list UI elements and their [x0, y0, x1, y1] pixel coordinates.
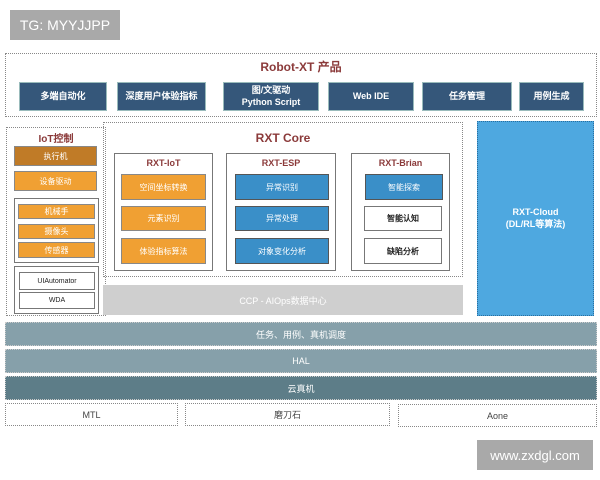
product-section: Robot-XT 产品 多端自动化 深度用户体验指标 图/文驱动 Python … — [5, 53, 597, 117]
iot-tools-group: UIAutomator WDA — [14, 266, 99, 314]
module-rxt-esp: RXT-ESP 异常识别 异常处理 对象变化分析 — [226, 153, 336, 271]
module-item[interactable]: 智能认知 — [364, 206, 442, 231]
cloud-line2: (DL/RL等算法) — [505, 219, 566, 229]
module-item[interactable]: 智能探索 — [365, 174, 443, 200]
cloud-line1: RXT-Cloud — [512, 207, 559, 217]
module-item[interactable]: 对象变化分析 — [235, 238, 329, 264]
device-sensor[interactable]: 传感器 — [18, 242, 95, 258]
module-item[interactable]: 体验指标算法 — [121, 238, 206, 264]
product-ux-metrics[interactable]: 深度用户体验指标 — [117, 82, 206, 111]
module-title: RXT-Brian — [378, 158, 423, 168]
module-title: RXT-ESP — [261, 158, 301, 168]
bottom-modaoshi[interactable]: 磨刀石 — [185, 403, 390, 426]
module-item[interactable]: 缺陷分析 — [364, 238, 442, 264]
iot-title: IoT控制 — [38, 134, 74, 145]
iot-devices-group: 机械手 摄像头 传感器 — [14, 198, 99, 263]
rxt-cloud[interactable]: RXT-Cloud (DL/RL等算法) — [477, 121, 594, 316]
product-title: Robot-XT 产品 — [260, 60, 342, 74]
product-multi-automation[interactable]: 多端自动化 — [19, 82, 107, 111]
rxt-core-section: RXT Core RXT-IoT 空间坐标转换 元素识别 体验指标算法 RXT-… — [103, 122, 463, 277]
tool-uiautomator[interactable]: UIAutomator — [19, 272, 95, 290]
device-arm[interactable]: 机械手 — [18, 204, 95, 219]
device-camera[interactable]: 摄像头 — [18, 224, 95, 239]
product-web-ide[interactable]: Web IDE — [328, 82, 414, 111]
core-title: RXT Core — [255, 131, 311, 145]
module-item[interactable]: 元素识别 — [121, 206, 206, 231]
watermark-top: TG: MYYJJPP — [10, 10, 120, 40]
product-case-generation[interactable]: 用例生成 — [519, 82, 584, 111]
module-item[interactable]: 异常识别 — [235, 174, 329, 200]
layer-hal[interactable]: HAL — [5, 349, 597, 373]
ccp-data-center[interactable]: CCP - AIOps数据中心 — [103, 285, 463, 315]
bottom-mtl[interactable]: MTL — [5, 403, 178, 426]
product-task-management[interactable]: 任务管理 — [422, 82, 512, 111]
iot-driver[interactable]: 设备驱动 — [14, 171, 97, 191]
layer-scheduling[interactable]: 任务、用例、真机调度 — [5, 322, 597, 346]
module-title: RXT-IoT — [146, 158, 181, 168]
tool-wda[interactable]: WDA — [19, 292, 95, 309]
module-item[interactable]: 异常处理 — [235, 206, 329, 231]
module-rxt-iot: RXT-IoT 空间坐标转换 元素识别 体验指标算法 — [114, 153, 213, 271]
module-item[interactable]: 空间坐标转换 — [121, 174, 206, 200]
product-image-text-driver[interactable]: 图/文驱动 Python Script — [223, 82, 319, 111]
iot-exec[interactable]: 执行机 — [14, 146, 97, 166]
bottom-aone[interactable]: Aone — [398, 404, 597, 427]
module-rxt-brian: RXT-Brian 智能探索 智能认知 缺陷分析 — [351, 153, 450, 271]
watermark-bottom: www.zxdgl.com — [477, 440, 593, 470]
label-line1: 图/文驱动 — [251, 85, 291, 96]
label-line2: Python Script — [241, 96, 301, 107]
iot-control-section: IoT控制 执行机 设备驱动 机械手 摄像头 传感器 UIAutomator W… — [6, 127, 106, 316]
layer-cloud-device[interactable]: 云真机 — [5, 376, 597, 400]
